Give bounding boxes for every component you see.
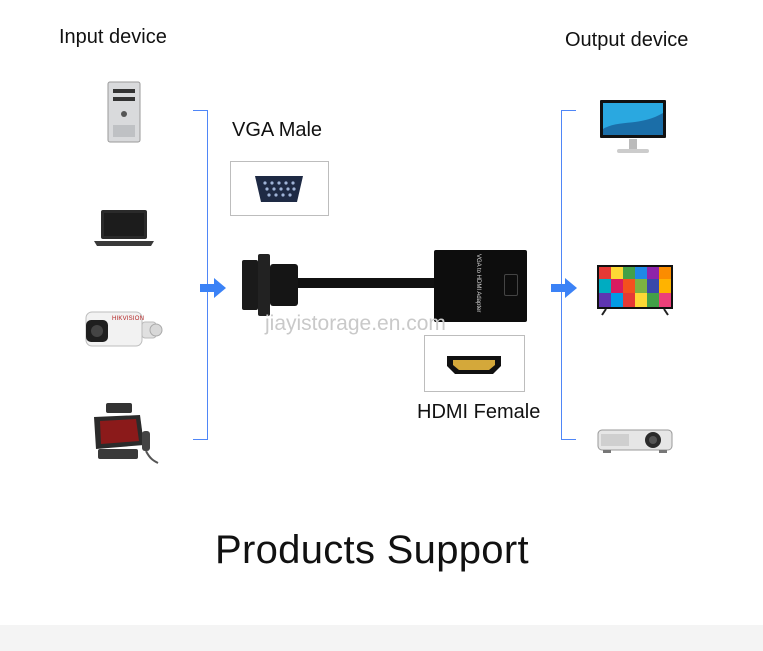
camera-brand-text: HIKVISION	[112, 316, 145, 322]
output-bracket	[561, 110, 576, 440]
page-title: Products Support	[215, 528, 529, 572]
vga-connector-icon	[242, 254, 436, 316]
input-bracket	[193, 110, 208, 440]
laptop-icon	[94, 210, 154, 246]
desktop-tower-icon	[107, 81, 141, 143]
vga-male-box	[230, 161, 329, 216]
cctv-camera-icon: HIKVISION	[84, 308, 164, 350]
projector-icon	[597, 429, 673, 453]
usb-port-icon	[504, 274, 518, 296]
tv-icon	[597, 265, 673, 316]
vga-to-hdmi-adapter: VGA to HDMI Adapter	[434, 250, 527, 322]
arrow-right-icon	[200, 278, 226, 298]
vga-male-label: VGA Male	[232, 119, 323, 141]
footer-band	[0, 625, 763, 651]
input-device-label: Input device	[59, 26, 167, 48]
monitor-icon	[600, 100, 666, 153]
hdmi-port-icon	[447, 356, 501, 374]
vga-port-icon	[255, 176, 303, 202]
hdmi-female-box	[424, 335, 525, 392]
watermark-text: jiayistorage.en.com	[265, 312, 446, 335]
hdmi-female-label: HDMI Female	[417, 401, 541, 423]
arrow-right-icon	[551, 278, 577, 298]
output-device-label: Output device	[565, 29, 689, 51]
pos-terminal-icon	[94, 403, 159, 464]
adapter-text: VGA to HDMI Adapter	[475, 254, 481, 313]
